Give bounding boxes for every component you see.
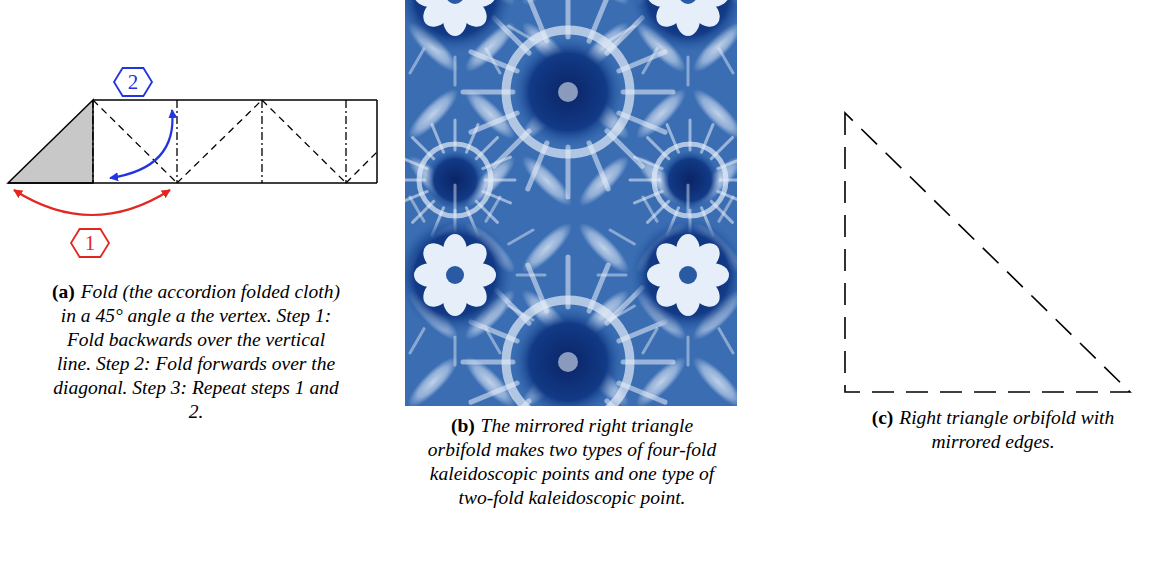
folding-strip [8,100,377,215]
step-hexagon: 2 [113,67,153,97]
valley-fold-lines [93,100,377,183]
strip-edge [376,100,378,183]
flower-point [598,0,737,85]
subfigure-letter: (a) [52,281,75,302]
caption-text: Right triangle orbifold with mirrored ed… [899,407,1114,452]
flower-point [598,185,737,365]
folded-corner [8,100,93,183]
strip-edge [8,182,377,184]
subfigure-caption: (a)Fold (the accordion folded cloth) in … [50,280,342,424]
strip-edge [93,99,377,101]
dye-streak [687,351,737,406]
flower-point [405,0,545,85]
dye-streak [630,351,692,406]
subfigure-letter: (b) [451,415,475,436]
step-number: 1 [70,228,110,258]
step-number: 2 [113,67,153,97]
fold-arrow [14,190,170,215]
flower-point [405,185,545,365]
fold-arrow [110,110,172,178]
step-hexagon: 1 [70,228,110,258]
orbifold-triangle [845,113,1130,392]
mountain-fold-lines [93,100,346,183]
subfigure-letter: (c) [872,407,894,428]
subfigure-caption: (c)Right triangle orbifold with mirrored… [840,406,1146,454]
subfigure-caption: (b)The mirrored right triangle orbifold … [427,414,717,510]
dye-streak [687,83,737,145]
caption-text: Fold (the accordion folded cloth) in a 4… [53,281,340,422]
shibori-photo [405,0,737,406]
